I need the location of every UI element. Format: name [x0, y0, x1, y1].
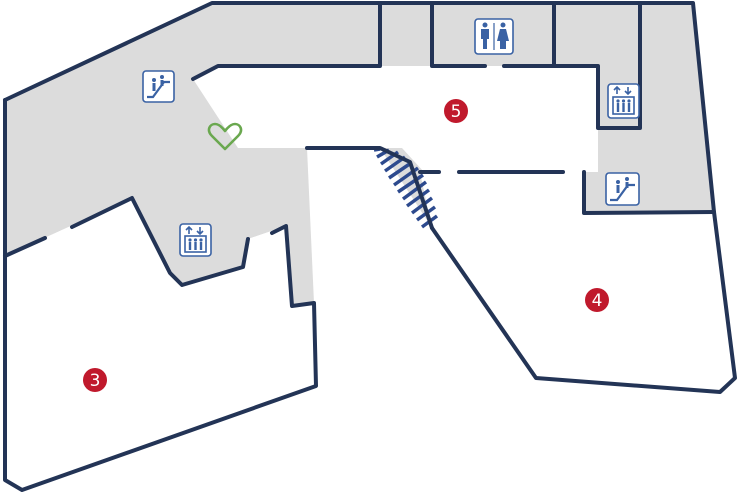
room-4-area[interactable] — [420, 172, 735, 392]
room-4-number: 4 — [592, 291, 603, 311]
escalator-icon[interactable] — [605, 172, 640, 206]
room-4-marker[interactable]: 4 — [585, 288, 609, 312]
restroom-icon[interactable] — [474, 18, 514, 55]
elevator-icon[interactable] — [179, 223, 212, 257]
room-3-marker[interactable]: 3 — [83, 368, 107, 392]
elevator-icon[interactable] — [607, 83, 640, 119]
room-5-marker[interactable]: 5 — [444, 99, 468, 123]
room-5-number: 5 — [451, 102, 462, 122]
room-3-area[interactable] — [5, 198, 316, 490]
favorite-heart-icon[interactable] — [207, 122, 243, 151]
walls — [3, 1, 737, 492]
escalator-icon[interactable] — [142, 70, 175, 103]
room-3-number: 3 — [90, 371, 101, 391]
room-5-area[interactable] — [193, 66, 598, 172]
